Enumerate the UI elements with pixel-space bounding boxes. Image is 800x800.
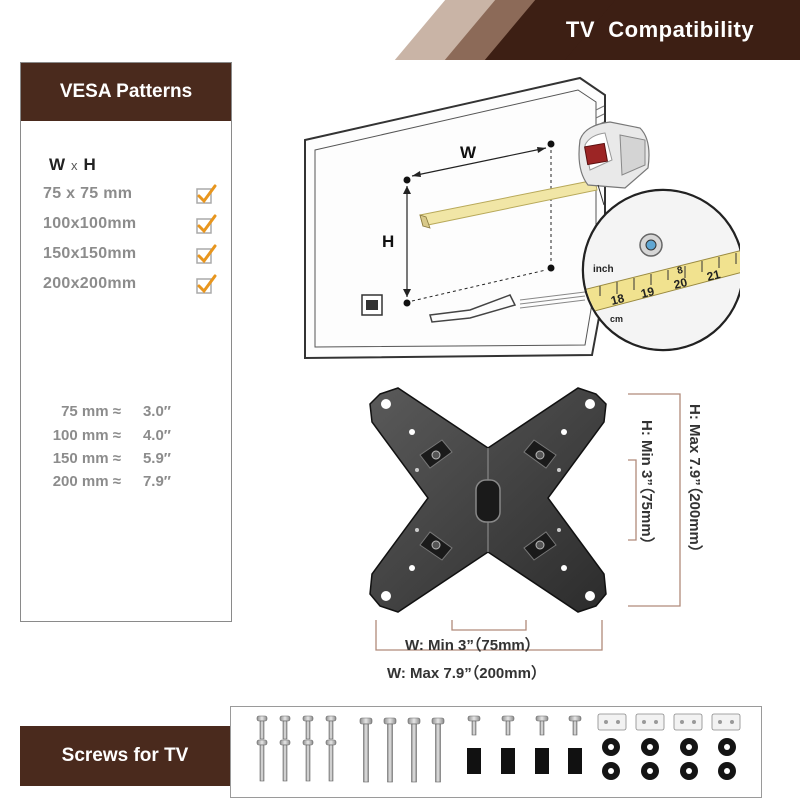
mounting-plate-illustration (369, 387, 607, 613)
w-letter: W (49, 155, 66, 174)
tape-number: 21 (705, 267, 722, 284)
title-banner: TV Compatibility (484, 0, 800, 60)
height-min-label: H: Min 3”（75mm） (638, 420, 655, 552)
pattern-label: 150x150mm (43, 245, 137, 262)
tape-number: 19 (639, 284, 656, 301)
inch-label: inch (593, 264, 614, 275)
conversion-row: 200 mm ≈ 7.9″ (43, 473, 223, 490)
plate-dimension-lines (375, 393, 681, 651)
width-max-label: W: Max 7.9”（200mm） (387, 665, 546, 682)
conversion-inch: 3.0″ (142, 403, 171, 420)
conversion-mm: 150 mm ≈ (52, 450, 121, 467)
conversion-row: 75 mm ≈ 3.0″ (43, 403, 223, 420)
page-title: TV Compatibility (565, 17, 755, 42)
inch-number: 8 (676, 265, 684, 277)
pattern-row: 150x150mm (43, 244, 223, 267)
screw-kit-illustration (256, 713, 741, 783)
conversion-mm: 75 mm ≈ (61, 403, 121, 420)
conversion-inch: 7.9″ (142, 473, 171, 490)
conversion-row: 150 mm ≈ 5.9″ (43, 450, 223, 467)
pattern-row: 200x200mm (43, 274, 223, 297)
checkbox-checked-icon (196, 274, 217, 294)
checkbox-checked-icon (196, 214, 217, 234)
conversion-mm: 100 mm ≈ (52, 427, 121, 444)
pattern-label: 100x100mm (43, 215, 137, 232)
checkbox-checked-icon (196, 244, 217, 264)
h-letter: H (83, 155, 96, 174)
tape-number: 20 (672, 275, 689, 292)
screws-heading: Screws for TV (20, 726, 230, 786)
conversion-row: 100 mm ≈ 4.0″ (43, 427, 223, 444)
tv-back-illustration: W H 18 19 20 21 8 inch cm (304, 76, 740, 360)
pattern-row: 75 x 75 mm (43, 184, 223, 207)
x-letter: x (71, 158, 78, 173)
conversion-inch: 5.9″ (142, 450, 171, 467)
pattern-label: 200x200mm (43, 275, 137, 292)
conversion-mm: 200 mm ≈ (52, 473, 121, 490)
screws-frame (230, 706, 762, 798)
tape-number: 18 (609, 291, 626, 308)
pattern-label: 75 x 75 mm (43, 185, 133, 202)
height-max-label: H: Max 7.9”（200mm） (686, 404, 703, 560)
h-dimension-label: H (382, 232, 394, 251)
width-min-label: W: Min 3”（75mm） (405, 637, 540, 654)
checkbox-checked-icon (196, 184, 217, 204)
w-dimension-label: W (460, 143, 477, 162)
conversion-inch: 4.0″ (142, 427, 171, 444)
vesa-heading: VESA Patterns (21, 63, 231, 121)
cm-label: cm (610, 314, 623, 324)
pattern-row: 100x100mm (43, 214, 223, 237)
